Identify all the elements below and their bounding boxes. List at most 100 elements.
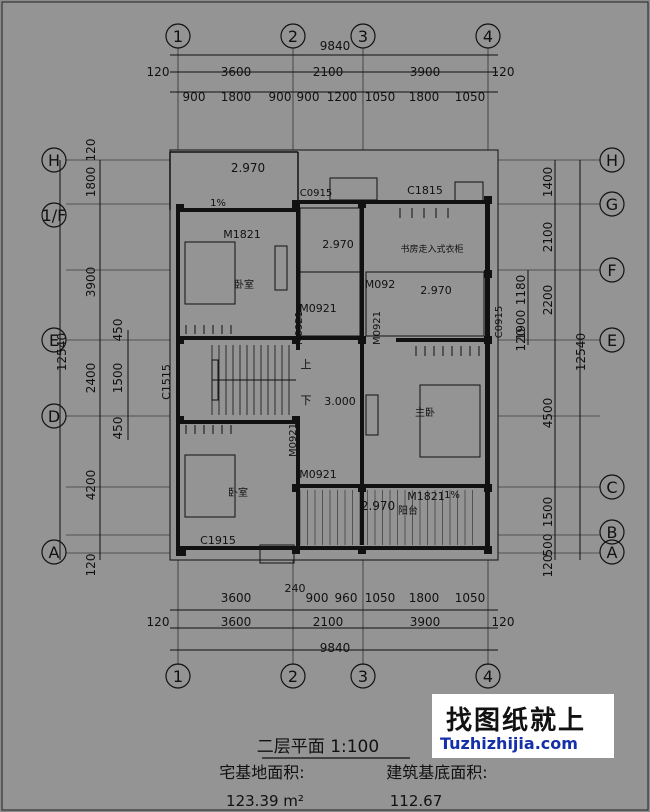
wall-28 — [358, 546, 366, 554]
dim-right-outer-3: 4500 — [541, 398, 555, 429]
axis-right-1-label: G — [606, 195, 618, 214]
axis-top-2-label: 3 — [358, 27, 368, 46]
label-balcony-slope: 1% — [444, 490, 460, 501]
wall-31 — [484, 484, 492, 492]
label-m1821-lower: M1821 — [407, 490, 445, 503]
wall-17 — [176, 204, 184, 212]
bath-master — [365, 271, 485, 337]
dim-top-row2-5: 1050 — [365, 90, 396, 104]
dim-top-total: 9840 — [320, 39, 351, 53]
watermark-box: 找图纸就上 Tuzhizhijia.com — [432, 694, 614, 758]
label-terrace-elev: 2.970 — [231, 161, 265, 175]
axis-right-5-bubble — [599, 519, 625, 545]
axis-right-0-label: H — [606, 151, 618, 170]
axis-bottom-2-bubble — [350, 663, 376, 689]
axis-bottom-3-bubble — [475, 663, 501, 689]
axis-left-1-bubble — [41, 202, 67, 228]
axis-bottom-1-bubble — [280, 663, 306, 689]
wall-3 — [296, 200, 490, 204]
dim-bot-row1-5: 1050 — [455, 591, 486, 605]
dim-bot-row1-3: 1050 — [365, 591, 396, 605]
drawing-title: 二层平面 1:100 — [257, 737, 379, 757]
dim-left-inner-1: 1500 — [111, 363, 125, 394]
wall-21 — [292, 336, 300, 344]
axis-right-3-label: E — [607, 331, 617, 350]
label-m0921-a: M0921 — [299, 302, 337, 315]
wall-32 — [484, 546, 492, 554]
dim-right-outer-0: 1400 — [541, 167, 555, 198]
axis-bottom-0-bubble — [165, 663, 191, 689]
wall-16 — [292, 200, 300, 208]
dim-left-outer-2: 3900 — [84, 267, 98, 298]
axis-top-3-label: 4 — [483, 27, 493, 46]
build-area-value: 112.67 — [390, 792, 443, 810]
site-area-value: 123.39 m² — [226, 792, 304, 810]
wall-1 — [485, 200, 490, 550]
axis-bottom-3-label: 4 — [483, 667, 493, 686]
wall-19 — [176, 416, 184, 424]
label-c1915: C1915 — [200, 534, 236, 547]
wall-29 — [484, 196, 492, 204]
dim-bot-row1-3600: 3600 — [221, 591, 252, 605]
label-bedroom1: 卧室 — [234, 278, 254, 291]
axis-right-3-bubble — [599, 327, 625, 353]
dim-left-outer-4: 4200 — [84, 470, 98, 501]
axis-bottom-1-label: 2 — [288, 667, 298, 686]
label-closet: 书房走入式衣柜 — [400, 243, 463, 255]
dim-right-outer-2: 2200 — [541, 285, 555, 316]
axis-left-3-label: D — [48, 407, 60, 426]
label-hall-elev: 3.000 — [324, 395, 356, 408]
master-tv — [365, 394, 379, 436]
bed-master — [419, 384, 481, 458]
wall-7 — [296, 336, 360, 340]
build-area-label: 建筑基底面积: — [386, 763, 487, 782]
axis-left-0-label: H — [48, 151, 60, 170]
bed-upper — [184, 241, 236, 305]
axis-right-5-label: B — [607, 523, 618, 542]
dim-left-outer-1: 1800 — [84, 167, 98, 198]
wall-0 — [176, 208, 180, 548]
label-m0921-e: M0921 — [299, 468, 337, 481]
dim-right-total: 12540 — [574, 333, 588, 371]
wall-13 — [296, 484, 490, 488]
label-balcony-elev: 2.970 — [361, 499, 395, 513]
axis-left-2-label: E — [49, 331, 59, 350]
dim-bot-total: 9840 — [320, 641, 351, 655]
label-stair-down: 下 — [301, 394, 312, 407]
label-m0921-d: M0921 — [288, 423, 299, 457]
wall-23 — [292, 484, 300, 492]
axis-right-2-bubble — [599, 257, 625, 283]
dim-right-inner-1: 1900 — [514, 310, 528, 341]
axis-right-0-bubble — [599, 147, 625, 173]
dim-left-total: 12540 — [55, 333, 69, 371]
axis-right-4-label: C — [606, 478, 617, 497]
axis-bottom-0-label: 1 — [173, 667, 183, 686]
axis-top-2-bubble — [350, 23, 376, 49]
bed-lower — [184, 454, 236, 518]
label-m1821-upper: M1821 — [223, 228, 261, 241]
wall-12 — [178, 546, 298, 550]
dim-top-row2-6: 1800 — [409, 90, 440, 104]
axis-left-1-label: 1/F — [42, 206, 67, 225]
wall-9 — [178, 420, 298, 424]
axis-right-2-label: F — [607, 261, 616, 280]
dim-right-inner-2: 120 — [514, 329, 528, 352]
dim-top-row1-1: 3600 — [221, 65, 252, 79]
label-elev-570: 2.970 — [420, 284, 452, 297]
dim-top-row2-7: 1050 — [455, 90, 486, 104]
wall-26 — [358, 336, 366, 344]
building-outline — [169, 149, 499, 561]
wall-6 — [178, 336, 298, 340]
site-area-label: 宅基地面积: — [219, 763, 304, 782]
label-c0915-side: C0915 — [494, 306, 505, 338]
label-terrace-slope: 1% — [210, 198, 226, 209]
label-c1515: C1515 — [160, 364, 173, 400]
dim-bot-row1-1: 900 — [306, 591, 329, 605]
wall-18 — [176, 336, 184, 344]
dim-bot-row2-0: 120 — [147, 615, 170, 629]
wall-30 — [484, 336, 492, 344]
axis-left-4-label: A — [49, 543, 60, 562]
dim-bot-row2-3: 3900 — [410, 615, 441, 629]
dim-top-row1-3: 3900 — [410, 65, 441, 79]
